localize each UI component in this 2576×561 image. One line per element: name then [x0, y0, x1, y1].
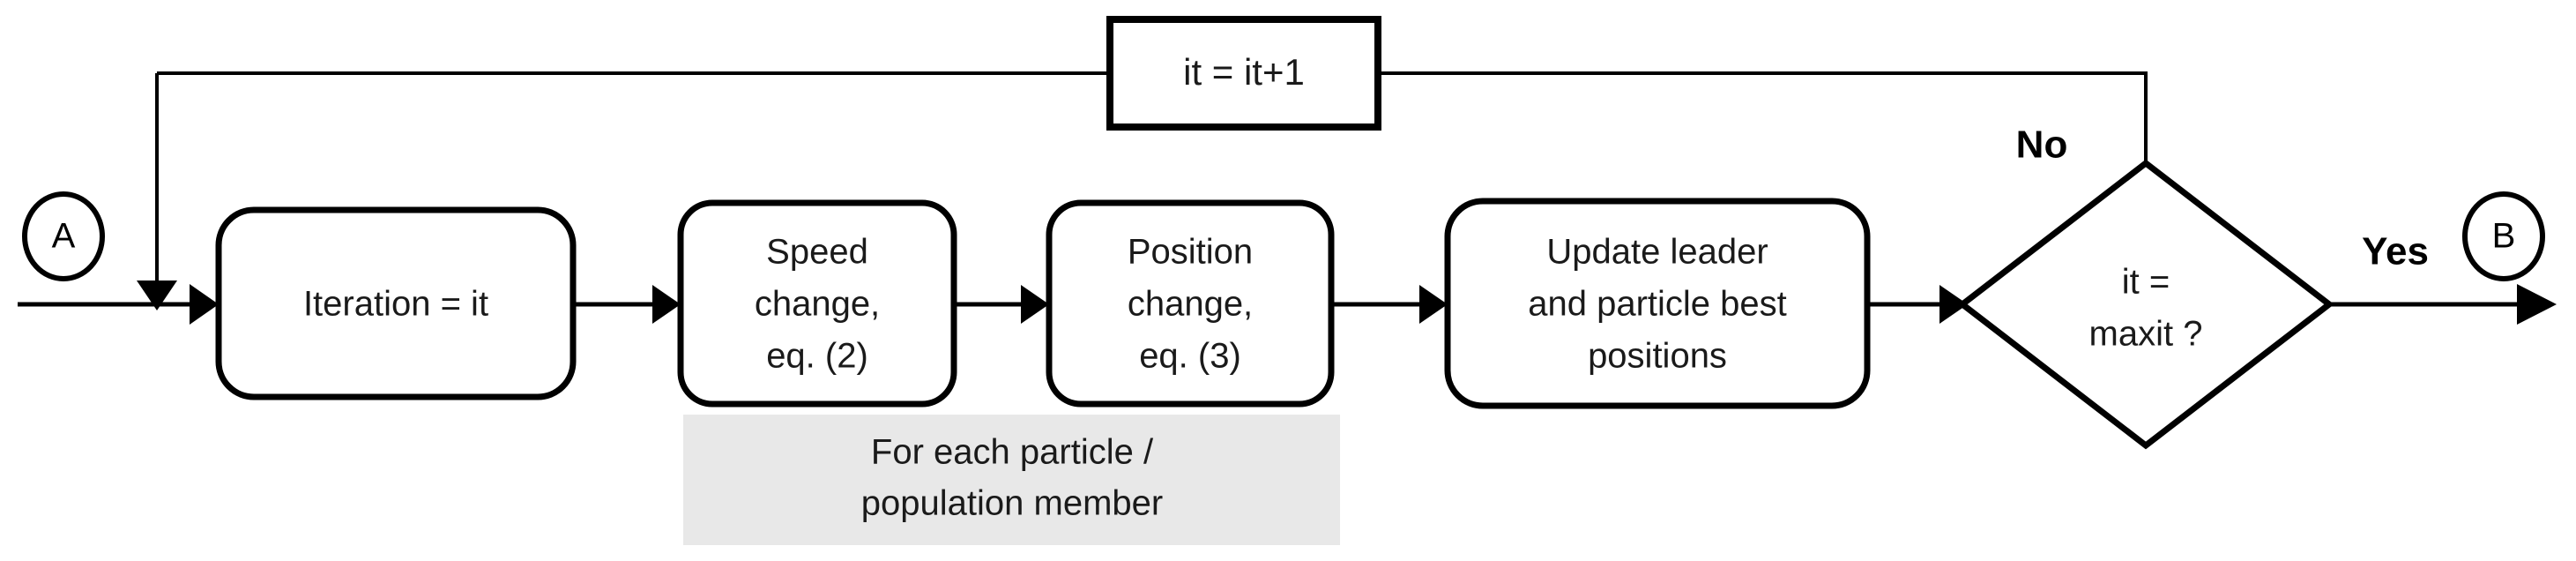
node-speed-change[interactable]: [677, 199, 957, 408]
arrowhead-icon: [1939, 285, 1968, 324]
node-decision-line2: maxit ?: [2089, 315, 2203, 354]
node-update-best-positions[interactable]: [1444, 198, 1871, 409]
branch-label-no: No: [2016, 123, 2068, 167]
arrowhead-icon: [2517, 284, 2557, 325]
node-update-best-line3: positions: [1588, 337, 1727, 376]
node-iteration-label: Iteration = it: [303, 285, 488, 324]
node-decision-line1: it =: [2122, 263, 2170, 302]
edge-entry-to-iteration: [18, 284, 219, 325]
node-speed-change-line2: change,: [755, 285, 880, 324]
node-position-change-line1: Position: [1128, 233, 1253, 272]
edge-iteration-to-speed: [573, 285, 681, 324]
edge-decision-yes-exit: [2327, 284, 2557, 325]
arrowhead-icon: [1021, 285, 1049, 324]
node-position-change-line3: eq. (3): [1139, 337, 1241, 376]
node-increment-iteration[interactable]: [1106, 16, 1381, 131]
node-position-change[interactable]: [1046, 199, 1335, 408]
connector-a-circle[interactable]: [22, 191, 105, 281]
node-decision-maxit[interactable]: [1957, 159, 2334, 450]
connector-a-label: A: [52, 217, 76, 256]
edge-feedback-loop: [137, 71, 2148, 310]
node-position-change-line2: change,: [1128, 285, 1253, 324]
edge-speed-to-position: [954, 285, 1049, 324]
connector-b-label: B: [2492, 217, 2516, 256]
arrowhead-icon: [137, 280, 177, 310]
arrowhead-icon: [652, 285, 681, 324]
connector-b-circle[interactable]: [2462, 191, 2545, 281]
group-annotation-line1: For each particle /: [871, 433, 1154, 472]
group-annotation-box: [683, 415, 1340, 545]
node-speed-change-line1: Speed: [766, 233, 868, 272]
branch-label-yes: Yes: [2362, 230, 2429, 273]
node-update-best-line1: Update leader: [1546, 233, 1768, 272]
edge-update-to-decision: [1867, 285, 1968, 324]
group-annotation-line2: population member: [861, 484, 1163, 523]
edge-position-to-update: [1331, 285, 1448, 324]
node-iteration[interactable]: [215, 206, 577, 400]
node-speed-change-line3: eq. (2): [766, 337, 868, 376]
arrowhead-icon: [1419, 285, 1448, 324]
node-update-best-line2: and particle best: [1528, 285, 1787, 324]
arrowhead-icon: [190, 284, 219, 325]
node-increment-label: it = it+1: [1183, 51, 1305, 93]
